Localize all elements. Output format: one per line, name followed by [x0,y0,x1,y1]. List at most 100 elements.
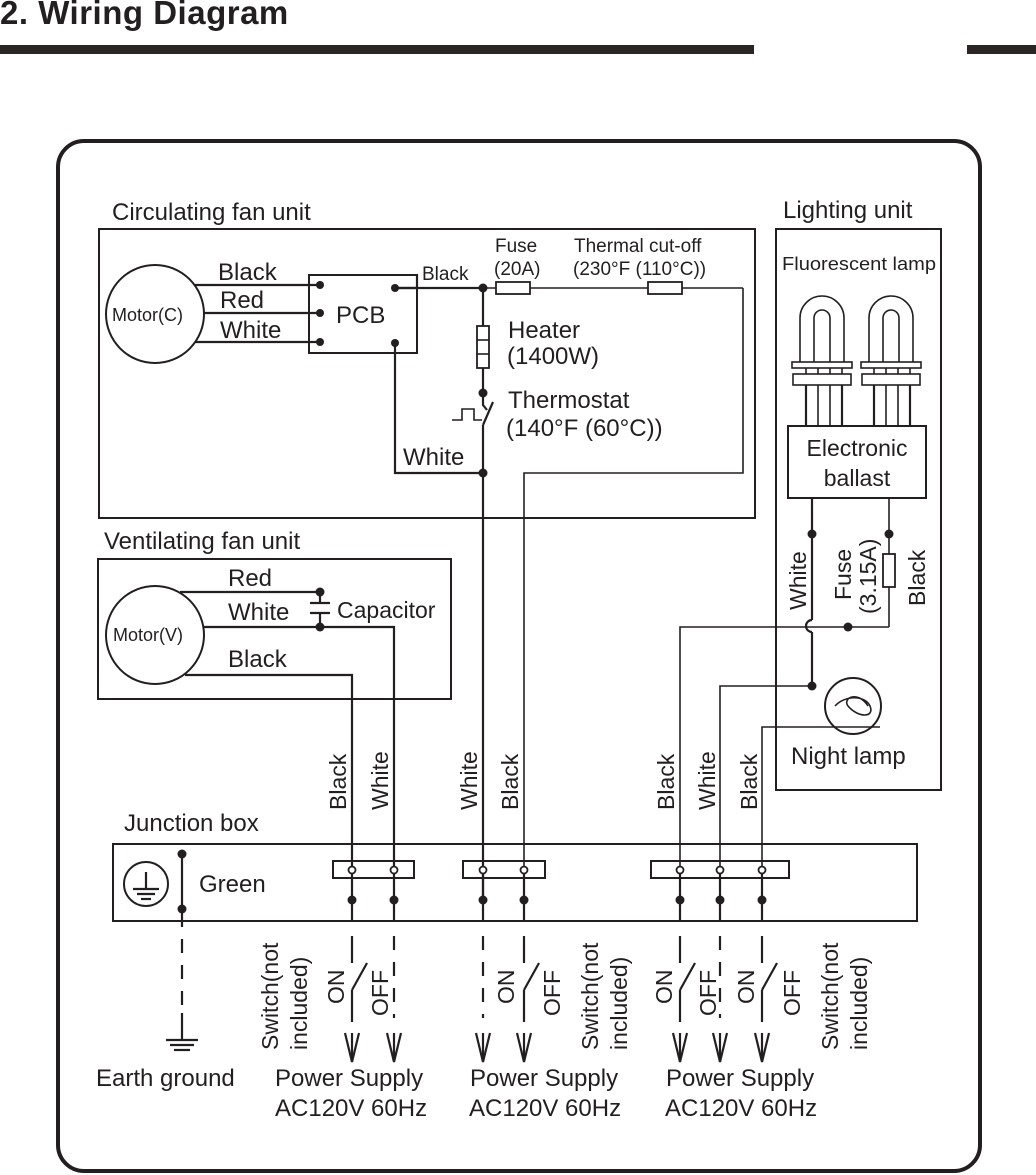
ballast-white-label: White [785,551,811,610]
supply-arrow-icon [385,1032,403,1063]
switch-note-3a: Switch(not [817,942,843,1050]
wire-label-black: Black [218,259,278,286]
circulating-fan-unit: Circulating fan unit Motor(C) Black Red … [98,199,756,902]
heater-icon [476,325,490,369]
supply-arrow-icon [711,1032,729,1063]
heater-label: Heater [508,317,580,344]
pcb-label: PCB [336,302,385,329]
terminal-screw [675,865,685,875]
lighting-unit: Lighting unit Fluorescent lamp El [775,197,942,791]
switch-off-label: OFF [367,970,393,1016]
electronic-ballast-box [787,425,927,499]
thermal-cutoff-label: Thermal cut-off [574,236,702,257]
ballast-label-1: Electronic [807,435,908,461]
vlabel-1-black: Black [325,753,351,810]
switch-note-1a: Switch(not [257,942,283,1050]
motor-v-label: Motor(V) [113,625,183,645]
ballast-black-label: Black [904,549,930,606]
page-title: 2. Wiring Diagram [0,0,289,31]
fluorescent-lamp-icon [791,295,853,426]
circulating-fan-unit-label: Circulating fan unit [112,199,311,226]
ventilating-fan-unit-box [97,558,452,700]
terminal-block [462,860,546,879]
earth-ground-label: Earth ground [96,1065,235,1092]
switch-icon [760,936,778,1022]
power-supply-2-label: Power Supply [470,1065,618,1092]
power-supply-2-spec: AC120V 60Hz [469,1095,621,1122]
vent-wire-label-white: White [228,599,289,626]
vlabel-3-white: White [694,751,720,810]
title-underline [0,45,754,54]
circulating-fan-unit-box [98,228,756,519]
vent-wire-label-red: Red [228,565,272,592]
switch-icon [678,936,696,1022]
thermostat-label: Thermostat [508,387,630,414]
junction-box-label: Junction box [124,810,259,837]
vlabel-3-black: Black [653,753,679,810]
thermal-cutoff-rating: (230°F (110°C)) [573,259,706,280]
pcb-white-out-wire [393,343,483,475]
supply-arrow-icon [515,1032,533,1063]
fuse-20a-icon [495,281,531,295]
pcb-white-label: White [403,444,464,471]
power-supply-1-spec: AC120V 60Hz [275,1095,427,1122]
night-lamp-icon [824,677,882,735]
night-lamp-label: Night lamp [791,743,906,770]
lighting-white-wire [719,685,812,902]
wire-label-red: Red [220,287,264,314]
heater-rating: (1400W) [507,343,599,370]
vent-wire-label-black: Black [228,646,288,673]
ventilating-fan-unit-label: Ventilating fan unit [104,528,300,555]
switch-icon [522,936,540,1022]
capacitor-icon [310,587,330,632]
switch-off-label: OFF [539,970,565,1016]
lighting-fuse-label: Fuse [830,549,856,600]
supply-arrow-icon [343,1032,361,1063]
thermostat-icon [452,393,495,471]
switch-on-label: ON [323,970,349,1005]
motor-c-label: Motor(C) [112,305,183,325]
fuse-label: Fuse [495,236,537,257]
pcb-black-label: Black [422,264,469,285]
lighting-fuse-rating: (3.15A) [855,539,881,614]
power-supply-3-label: Power Supply [666,1065,814,1092]
terminal-screw [715,865,725,875]
terminal-screw [478,865,488,875]
terminal-screw [389,865,399,875]
power-supply-3-spec: AC120V 60Hz [665,1095,817,1122]
vlabel-1-white: White [367,751,393,810]
vlabel-2-black: Black [497,753,523,810]
earth-ground-icon [166,1038,198,1052]
title-underline-right [967,45,1036,54]
switch-icon [350,936,368,1022]
switch-off-label: OFF [779,970,805,1016]
capacitor-label: Capacitor [337,597,436,623]
power-supply-1-label: Power Supply [275,1065,423,1092]
ballast-label-2: ballast [824,465,891,491]
terminal-screw [347,865,357,875]
diagram-frame [56,139,982,1173]
switch-on-label: ON [651,970,677,1005]
fuse-rating: (20A) [494,259,540,280]
switch-note-2a: Switch(not [577,942,603,1050]
junction-box-outline [112,843,918,922]
terminal-screw [519,865,529,875]
switch-off-label: OFF [695,970,721,1016]
pcb-box [308,274,418,354]
switch-on-label: ON [493,970,519,1005]
terminal-block [332,860,415,879]
fuse-3-15a-icon [882,553,896,588]
switch-note-3b: included) [846,957,872,1050]
wire-label-white: White [220,317,281,344]
supply-arrow-icon [474,1032,492,1063]
terminal-screw [757,865,767,875]
lighting-black-wire [679,626,848,902]
thermostat-rating: (140°F (60°C)) [506,415,663,442]
switch-note-2b: included) [606,957,632,1050]
protective-earth-icon [123,861,169,907]
switch-on-label: ON [733,970,759,1005]
fluorescent-lamp-icon [860,295,922,426]
vlabel-2-white: White [456,751,482,810]
supply-arrow-icon [671,1032,689,1063]
